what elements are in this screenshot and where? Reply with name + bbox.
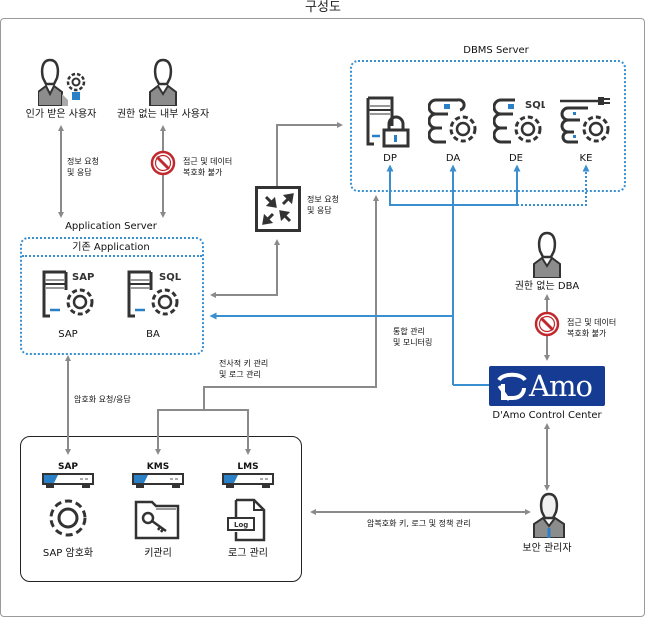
sap-tag: SAP	[72, 272, 94, 283]
authorized-user-label: 인가 받은 사용자	[25, 109, 97, 120]
dbms-module-ke-label: KE	[579, 153, 593, 164]
appliance-lms-label: 로그 관리	[228, 548, 268, 559]
app-module-ba-label: BA	[146, 329, 160, 340]
de-sql-tag: SQL	[525, 100, 545, 111]
ba-sql-tag: SQL	[159, 272, 182, 283]
appliance-sap-label: SAP 암호화	[42, 548, 94, 559]
dba-user-icon	[533, 231, 561, 278]
appliance-lms-tag: LMS	[237, 462, 259, 472]
diagram-frame	[0, 18, 645, 617]
dbms-module-da-label: DA	[445, 153, 461, 164]
security-admin-icon	[533, 492, 565, 538]
diagram-title: 구성도	[305, 0, 341, 15]
log-doc-tag: Log	[234, 521, 248, 529]
app-server-subtitle: 기존 Application	[72, 242, 150, 253]
edge-label-encryption-req: 암호화 요청/응답	[74, 395, 131, 404]
dbms-module-de-label: DE	[508, 153, 524, 164]
dbms-server-title: DBMS Server	[463, 45, 529, 56]
security-admin-label: 보안 관리자	[522, 543, 572, 554]
app-server-title: Application Server	[65, 221, 157, 232]
sap-server-gear-icon: SAP	[42, 270, 94, 318]
dba-user-label: 권한 없는 DBA	[514, 281, 580, 292]
appliance-lms-device-icon	[222, 473, 274, 488]
ke-database-gear-plug-icon	[560, 97, 610, 144]
damo-logo-mark-icon	[497, 372, 527, 401]
damo-logo-text: Amo	[529, 369, 593, 403]
app-module-sap-label: SAP	[58, 329, 78, 340]
appliance-kms-label: 키관리	[144, 548, 172, 559]
edge-label-admin-mgmt: 암복호화 키, 로그 및 정책 관리	[367, 519, 471, 528]
control-center-label: D'Amo Control Center	[492, 410, 602, 421]
appliance-kms-tag: KMS	[146, 462, 170, 472]
blocked-icon	[150, 150, 176, 176]
appliance-kms-device-icon	[132, 473, 184, 488]
ba-server-gear-icon: SQL	[127, 270, 182, 318]
de-database-gear-sql-icon: SQL	[493, 98, 545, 144]
authorized-user-icon	[38, 58, 86, 106]
dbms-module-dp-label: DP	[383, 153, 397, 164]
dp-server-lock-icon	[366, 96, 410, 148]
blocked-icon	[534, 311, 560, 337]
appliance-sap-gear-icon	[49, 499, 87, 537]
appliance-log-file-icon: Log	[227, 498, 266, 542]
appliance-sap-tag: SAP	[57, 462, 79, 472]
appliance-key-folder-icon	[134, 500, 180, 540]
damo-logo: Amo	[489, 366, 605, 406]
unauthorized-user-icon	[149, 58, 177, 106]
unauthorized-user-label: 권한 없는 내부 사용자	[116, 109, 210, 120]
da-database-gear-icon	[428, 98, 477, 144]
appliance-sap-device-icon	[42, 473, 94, 488]
app-server-divider	[22, 255, 202, 257]
gateway-icon	[255, 186, 301, 232]
